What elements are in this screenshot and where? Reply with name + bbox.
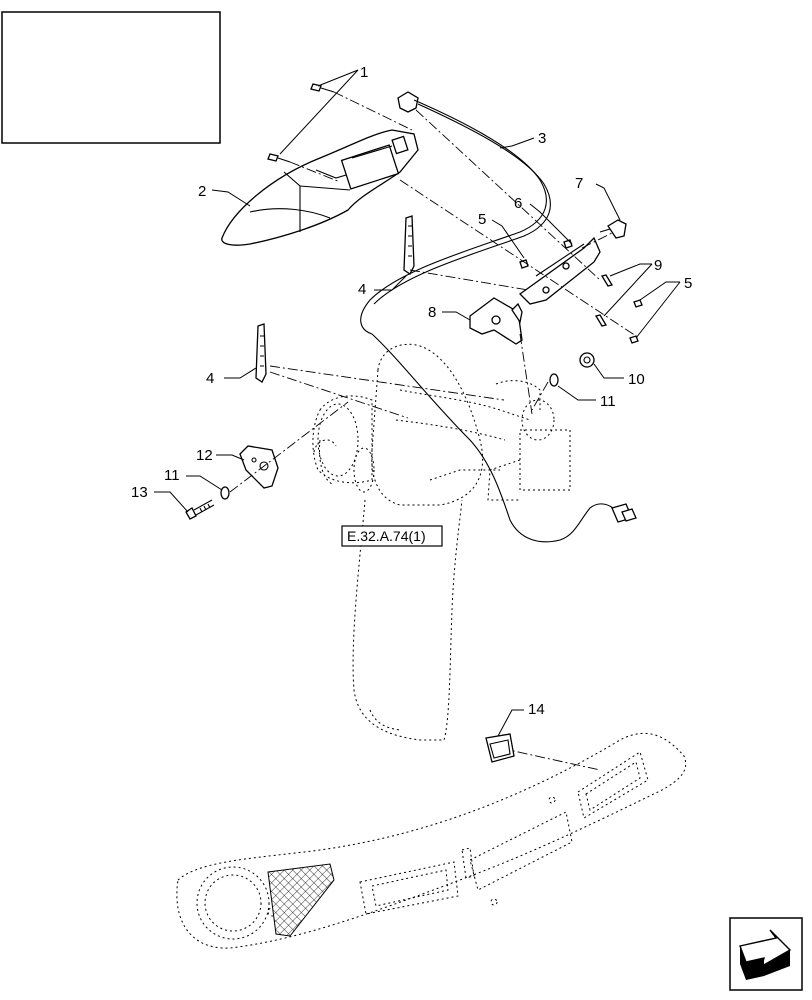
part-13-bolt bbox=[185, 499, 215, 520]
part-8-mount-plate bbox=[469, 297, 523, 345]
leader-lines bbox=[154, 69, 681, 737]
callout-3: 3 bbox=[538, 130, 546, 147]
callout-5-upper: 5 bbox=[478, 211, 486, 228]
part-9-spacers bbox=[594, 274, 614, 327]
reference-label[interactable]: E.32.A.74(1) bbox=[347, 528, 426, 544]
navigation-arrow-icon[interactable] bbox=[729, 917, 803, 991]
part-3-wire-harness bbox=[360, 91, 637, 543]
part-4-cable-clip-upper bbox=[403, 215, 415, 275]
callout-11-lower: 11 bbox=[164, 467, 180, 484]
part-1-screws bbox=[267, 83, 335, 163]
roof-console-panel bbox=[176, 732, 687, 949]
part-11-washer-upper bbox=[549, 373, 559, 387]
callout-6: 6 bbox=[514, 195, 522, 212]
mirror-arm-assembly bbox=[312, 343, 571, 741]
part-5-nuts bbox=[519, 239, 643, 344]
callout-8: 8 bbox=[428, 304, 436, 321]
callout-13: 13 bbox=[131, 484, 148, 501]
part-14-switch bbox=[485, 733, 515, 763]
assembly-lines bbox=[229, 91, 637, 771]
part-6-bracket bbox=[518, 236, 601, 305]
callout-12: 12 bbox=[196, 447, 213, 464]
reference-link[interactable]: E.32.A.74(1) bbox=[341, 525, 443, 547]
callout-4-upper: 4 bbox=[358, 281, 366, 298]
callout-10: 10 bbox=[628, 371, 645, 388]
callout-2: 2 bbox=[198, 183, 206, 200]
callout-4-lower: 4 bbox=[206, 370, 214, 387]
part-12-cover-plate bbox=[239, 445, 279, 489]
callout-9: 9 bbox=[654, 257, 662, 274]
part-2-light-housing bbox=[221, 129, 419, 246]
callout-7: 7 bbox=[575, 175, 583, 192]
part-7-knob bbox=[599, 219, 627, 239]
callout-11-upper: 11 bbox=[600, 393, 616, 410]
callout-14: 14 bbox=[528, 701, 545, 718]
callout-5-right: 5 bbox=[684, 275, 692, 292]
title-box bbox=[1, 11, 221, 144]
part-11-washer-lower bbox=[220, 486, 230, 500]
part-4-cable-clip-lower bbox=[255, 323, 267, 383]
part-10-nut bbox=[579, 352, 595, 368]
callout-1: 1 bbox=[360, 64, 368, 81]
